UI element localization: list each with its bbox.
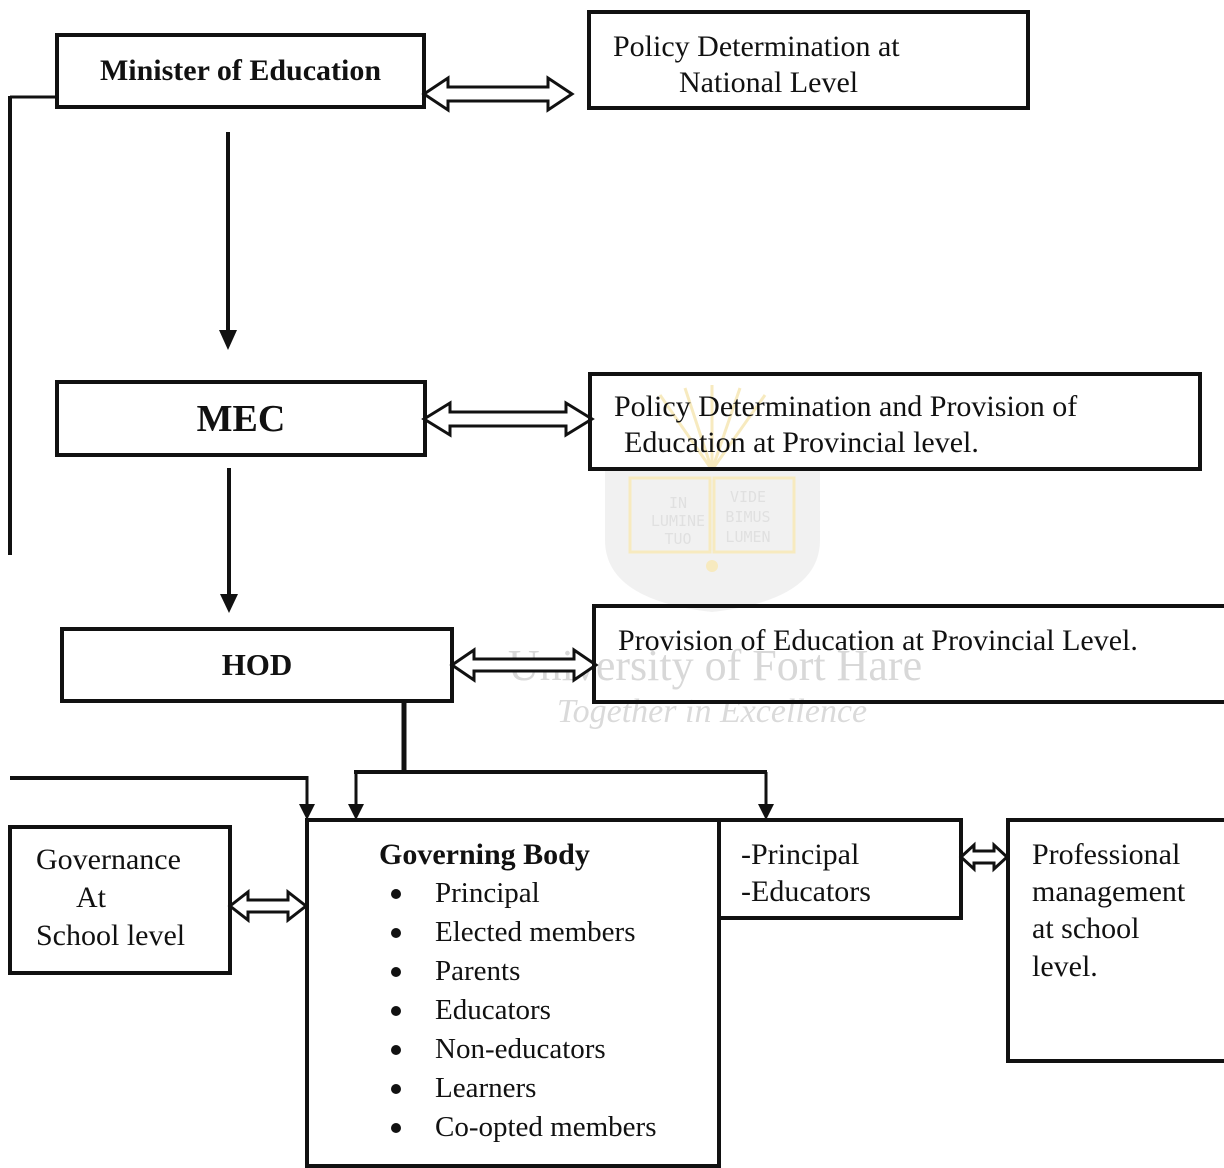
principal-educators-line2: -Educators	[741, 875, 871, 908]
bullet-icon	[391, 889, 401, 899]
left-vertical-line	[8, 95, 56, 555]
member-item: Learners	[379, 1069, 656, 1108]
governing-body-title: Governing Body	[379, 838, 590, 871]
governance-line3: School level	[36, 919, 186, 952]
hod-branch-connector	[348, 702, 774, 820]
double-arrow-governance-body	[227, 888, 309, 924]
double-arrow-mec-policy	[421, 400, 595, 438]
bullet-icon	[391, 928, 401, 938]
policy-provincial-box: Policy Determination and Provision of Ed…	[588, 372, 1202, 471]
governance-school-box: Governance At School level	[8, 825, 232, 975]
bullet-icon	[391, 1006, 401, 1016]
hod-label: HOD	[221, 647, 293, 682]
bullet-icon	[391, 967, 401, 977]
member-item: Non-educators	[379, 1030, 656, 1069]
governance-line2: At	[76, 881, 106, 914]
double-arrow-minister-policy	[421, 75, 575, 113]
policy-national-line1: Policy Determination at	[613, 30, 900, 63]
professional-line3: at school	[1032, 912, 1140, 945]
policy-provincial-line1: Policy Determination and Provision of	[614, 390, 1078, 423]
governance-line1: Governance	[36, 843, 181, 876]
principal-educators-line1: -Principal	[741, 838, 860, 871]
hod-box: HOD	[60, 627, 454, 703]
provision-provincial-box: Provision of Education at Provincial Lev…	[592, 604, 1224, 704]
policy-national-box: Policy Determination at National Level	[587, 10, 1030, 110]
mec-label: MEC	[196, 397, 286, 440]
double-arrow-hod-provision	[449, 647, 599, 683]
bullet-icon	[391, 1123, 401, 1133]
mec-box: MEC	[55, 380, 427, 457]
professional-line2: management	[1032, 875, 1186, 908]
left-horizontal-connector	[10, 776, 315, 820]
principal-educators-box: -Principal -Educators	[717, 818, 963, 920]
governing-body-box: Governing Body Principal Elected members…	[305, 818, 721, 1168]
arrow-mec-to-hod	[220, 468, 238, 613]
member-item: Educators	[379, 991, 656, 1030]
arrow-minister-to-mec	[219, 132, 237, 350]
policy-provincial-line2: Education at Provincial level.	[624, 426, 979, 459]
bullet-icon	[391, 1045, 401, 1055]
double-arrow-principal-professional	[958, 841, 1010, 873]
provision-provincial-label: Provision of Education at Provincial Lev…	[618, 624, 1138, 657]
member-item: Parents	[379, 952, 656, 991]
member-item: Principal	[379, 874, 656, 913]
minister-of-education-box: Minister of Education	[55, 33, 426, 109]
member-item: Elected members	[379, 913, 656, 952]
governing-body-members: Principal Elected members Parents Educat…	[379, 874, 656, 1147]
professional-management-box: Professional management at school level.	[1006, 818, 1224, 1063]
professional-line1: Professional	[1032, 838, 1181, 871]
policy-national-line2: National Level	[679, 66, 859, 99]
minister-label: Minister of Education	[99, 54, 382, 87]
bullet-icon	[391, 1084, 401, 1094]
professional-line4: level.	[1032, 950, 1098, 983]
member-item: Co-opted members	[379, 1108, 656, 1147]
